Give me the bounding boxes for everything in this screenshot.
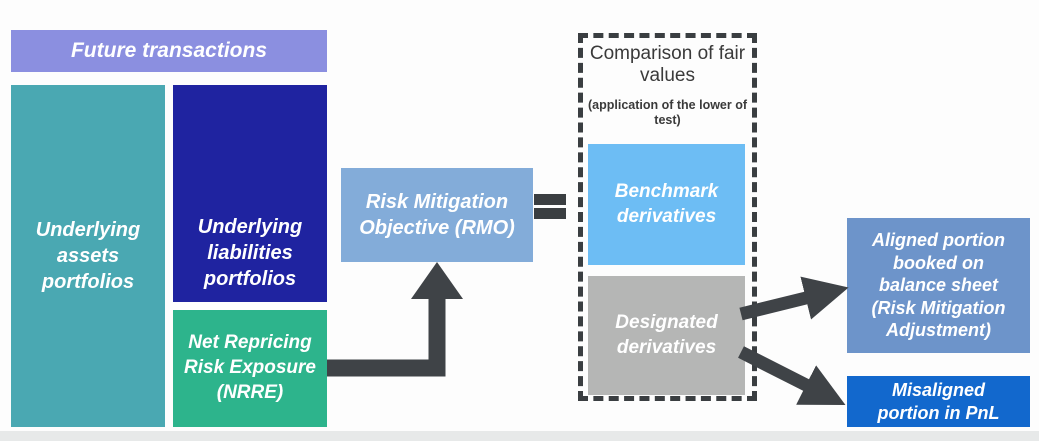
node-misaligned-portion-label: Misaligned portion in PnL (877, 380, 1000, 423)
node-underlying-assets-label: Underlying assets portfolios (35, 219, 141, 293)
equals-connector-bottom-bar (534, 208, 566, 219)
node-future-transactions-label: Future transactions (70, 39, 268, 62)
equals-connector-top-bar (534, 194, 566, 205)
comparison-group-title: Comparison of fair values (589, 43, 746, 87)
comparison-group-container: Comparison of fair values (application o… (578, 33, 757, 401)
node-underlying-liabilities-label: Underlying liabilities portfolios (197, 216, 303, 290)
node-underlying-liabilities: Underlying liabilities portfolios (173, 85, 327, 302)
node-rmo: Risk Mitigation Objective (RMO) (341, 168, 533, 262)
node-underlying-assets: Underlying assets portfolios (11, 85, 165, 427)
node-benchmark-derivatives-label: Benchmark derivatives (614, 180, 719, 227)
node-aligned-portion-label: Aligned portion booked on balance sheet … (871, 230, 1006, 341)
bottom-shadow-band (0, 431, 1039, 441)
node-rmo-label: Risk Mitigation Objective (RMO) (359, 191, 515, 239)
node-benchmark-derivatives: Benchmark derivatives (588, 144, 745, 265)
node-misaligned-portion: Misaligned portion in PnL (847, 376, 1030, 427)
node-designated-derivatives-label: Designated derivatives (615, 311, 718, 358)
node-designated-derivatives: Designated derivatives (588, 276, 745, 395)
node-future-transactions: Future transactions (11, 30, 327, 72)
node-nrre-label: Net Repricing Risk Exposure (NRRE) (184, 332, 316, 403)
node-nrre: Net Repricing Risk Exposure (NRRE) (173, 310, 327, 427)
arrow-nrre-to-rmo-head (411, 262, 463, 299)
node-aligned-portion: Aligned portion booked on balance sheet … (847, 218, 1030, 353)
comparison-group-subtitle: (application of the lower of test) (587, 97, 748, 128)
arrow-nrre-to-rmo (327, 297, 446, 377)
